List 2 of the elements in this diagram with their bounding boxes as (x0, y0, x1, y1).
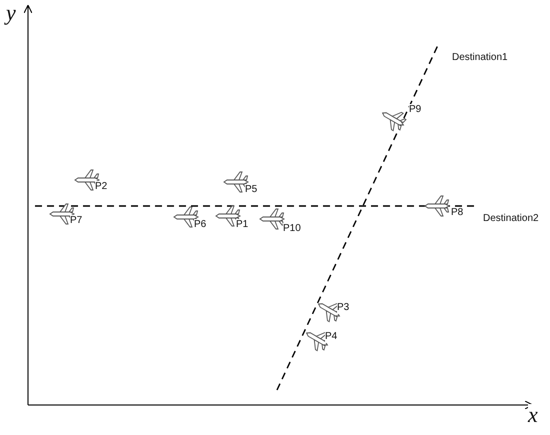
plane-label: P3 (337, 302, 350, 314)
plane-label: P4 (325, 331, 338, 343)
